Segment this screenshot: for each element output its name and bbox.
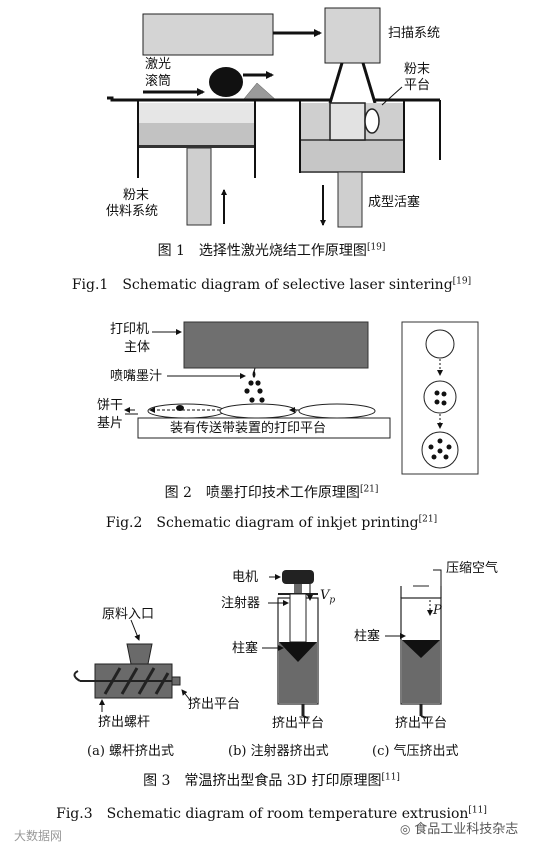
platform-a-label: 挤出平台 — [188, 697, 241, 712]
biscuit-label-1: 饼干 — [97, 398, 124, 413]
ink-droplets — [244, 370, 265, 403]
powder-platform-label-1: 粉末 — [404, 62, 431, 77]
roller — [209, 67, 243, 97]
subcaption-a: (a) 螺杆挤出式 — [87, 744, 175, 759]
laser-label: 激光 — [145, 57, 172, 72]
supply-chamber-top — [138, 103, 255, 123]
motor-label: 电机 — [232, 570, 259, 585]
plunger-c-label: 柱塞 — [354, 629, 381, 644]
biscuit-2 — [219, 403, 297, 419]
printer-body — [183, 321, 369, 369]
biscuit-3 — [298, 403, 376, 419]
printer-label-1: 打印机 — [110, 322, 150, 337]
inset-circle-2 — [423, 380, 457, 414]
fig1-caption-cn: 图 1 选择性激光烧结工作原理图[19] — [157, 242, 386, 259]
part-roller — [364, 108, 380, 134]
biscuit-1 — [147, 403, 225, 419]
biscuit-label-2: 基片 — [97, 416, 124, 431]
inset-circle-1 — [425, 329, 455, 359]
printer-label-2: 主体 — [124, 340, 151, 355]
laser-source-box — [142, 13, 274, 56]
build-piston — [337, 171, 363, 228]
powder-supply-label-1: 粉末 — [123, 188, 150, 203]
powder-platform-label-2: 平台 — [404, 78, 431, 93]
plunger-b-label: 柱塞 — [232, 641, 259, 656]
platform-c-label: 挤出平台 — [395, 716, 448, 731]
watermark-left: 大数据网 — [14, 829, 63, 843]
scan-system-label: 扫描系统 — [388, 26, 441, 41]
compressed-air-label: 压缩空气 — [446, 561, 499, 576]
syringe-label: 注射器 — [221, 596, 261, 611]
scan-system-box — [324, 7, 381, 64]
pressure-label: P — [433, 603, 442, 618]
material-inlet-label: 原料入口 — [102, 607, 155, 622]
platform-b-label: 挤出平台 — [272, 716, 325, 731]
fig2-caption-cn: 图 2 喷墨打印技术工作原理图[21] — [164, 484, 379, 501]
fig1-diagram — [107, 7, 441, 228]
fig3-caption-en: Fig.3 Schematic diagram of room temperat… — [56, 805, 487, 822]
screw-label: 挤出螺杆 — [98, 715, 151, 730]
roller-label: 滚筒 — [145, 74, 172, 89]
subcaption-b: (b) 注射器挤出式 — [228, 744, 329, 759]
fig2-caption-en: Fig.2 Schematic diagram of inkjet printi… — [105, 514, 438, 531]
subcaption-c: (c) 气压挤出式 — [372, 744, 459, 759]
powder-heap — [242, 82, 277, 101]
vp-label: Vp — [320, 588, 336, 606]
fig2-diagram — [124, 321, 479, 475]
powder-supply-label-2: 供料系统 — [106, 204, 159, 219]
watermark-right: ◎ 食品工业科技杂志 — [400, 822, 519, 837]
platform-label: 装有传送带装置的打印平台 — [170, 421, 327, 436]
fig1-caption-en: Fig.1 Schematic diagram of selective las… — [71, 276, 472, 293]
material-hopper — [126, 643, 153, 665]
supply-piston — [186, 147, 212, 226]
motor-knob — [282, 570, 314, 584]
fig3-caption-cn: 图 3 常温挤出型食品 3D 打印原理图[11] — [143, 772, 400, 789]
fig3-diagram — [73, 569, 442, 719]
supply-powder — [138, 123, 255, 145]
wechat-icon: ◎ — [400, 822, 415, 836]
nozzle-ink-label: 喷嘴墨汁 — [110, 369, 163, 384]
build-plate — [299, 139, 405, 173]
conveyor-platform — [137, 417, 391, 439]
sintered-part — [329, 102, 366, 141]
piston-label: 成型活塞 — [368, 195, 421, 210]
